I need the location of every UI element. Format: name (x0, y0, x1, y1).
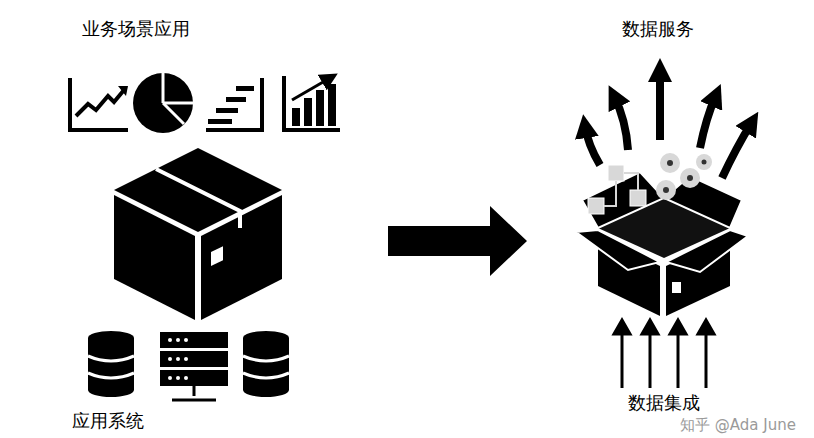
section-title: 业务场景应用 (82, 18, 190, 40)
closed-box (114, 148, 282, 320)
watermark: 知乎 @Ada June (680, 416, 796, 434)
step-chart-icon (206, 78, 262, 130)
database-icon (88, 331, 134, 397)
pie-chart-icon (133, 73, 193, 133)
section-title: 应用系统 (72, 410, 144, 432)
section-title: 数据集成 (628, 392, 700, 414)
database-icon (243, 331, 289, 397)
integration-arrows (614, 320, 714, 388)
bar-chart-icon (284, 76, 340, 130)
server-icon (160, 332, 228, 400)
service-arrows (585, 70, 752, 178)
transform-arrow (388, 206, 527, 276)
section-title: 数据服务 (622, 18, 694, 40)
line-chart-icon (70, 78, 128, 130)
